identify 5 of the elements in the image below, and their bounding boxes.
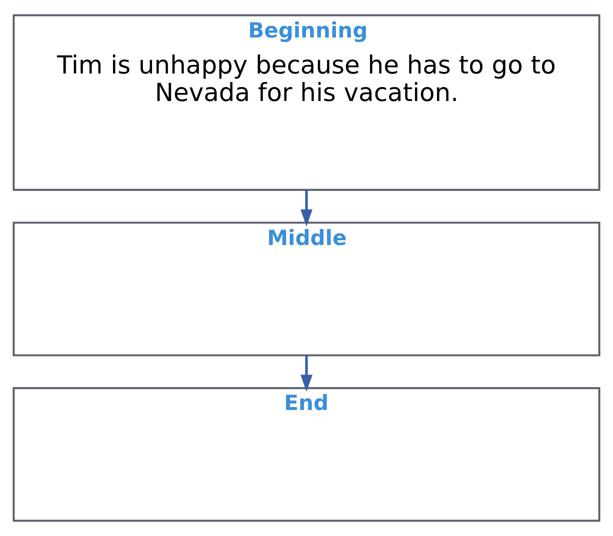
- arrow: [300, 190, 312, 226]
- node-box: Middle: [12, 222, 600, 356]
- node-box: End: [12, 387, 600, 522]
- node-box: Beginning Tim is unhappy because he has to go to Nevada for his vacation.: [12, 14, 600, 191]
- arrow: [300, 356, 312, 392]
